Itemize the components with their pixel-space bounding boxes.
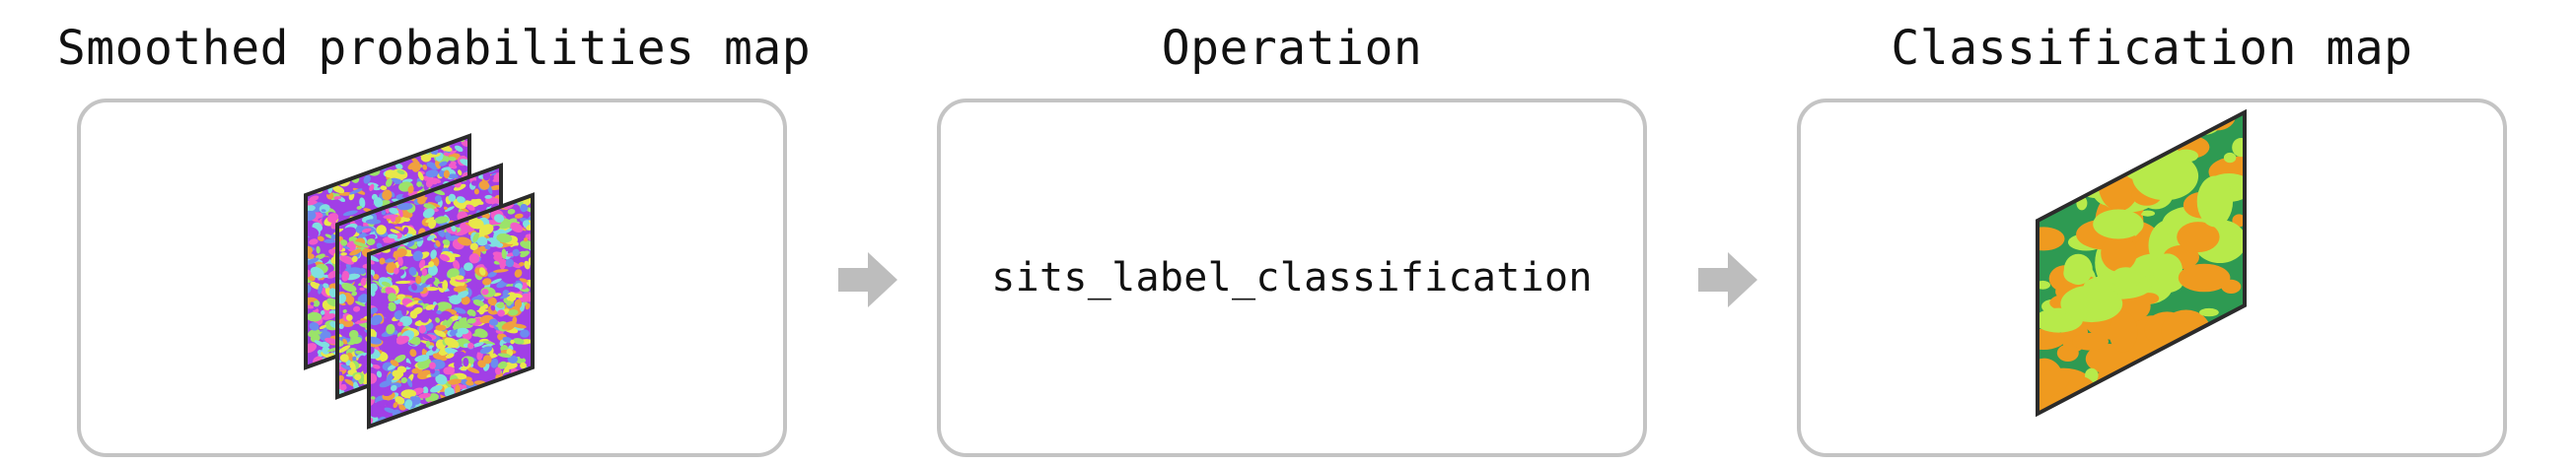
classification-raster-icon: [2036, 108, 2247, 418]
operation-panel: sits_label_classification: [937, 99, 1647, 457]
raster-texture: [2038, 112, 2245, 414]
classification-panel: [1797, 99, 2507, 457]
arrow-right-icon: [838, 252, 897, 307]
arrow-right-shape: [838, 252, 897, 307]
stage-title-classification: Classification map: [1891, 21, 2413, 76]
stage-title-probabilities: Smoothed probabilities map: [56, 21, 812, 76]
raster-outline: [367, 192, 535, 430]
arrow-right-icon: [1698, 252, 1757, 307]
probabilities-panel: [77, 99, 787, 457]
stage-title-operation: Operation: [1161, 21, 1423, 76]
operation-function-name: sits_label_classification: [991, 255, 1593, 300]
stacked-probability-rasters-icon: [304, 133, 535, 430]
arrow-right-shape: [1698, 252, 1757, 307]
raster-outline: [2036, 108, 2247, 418]
